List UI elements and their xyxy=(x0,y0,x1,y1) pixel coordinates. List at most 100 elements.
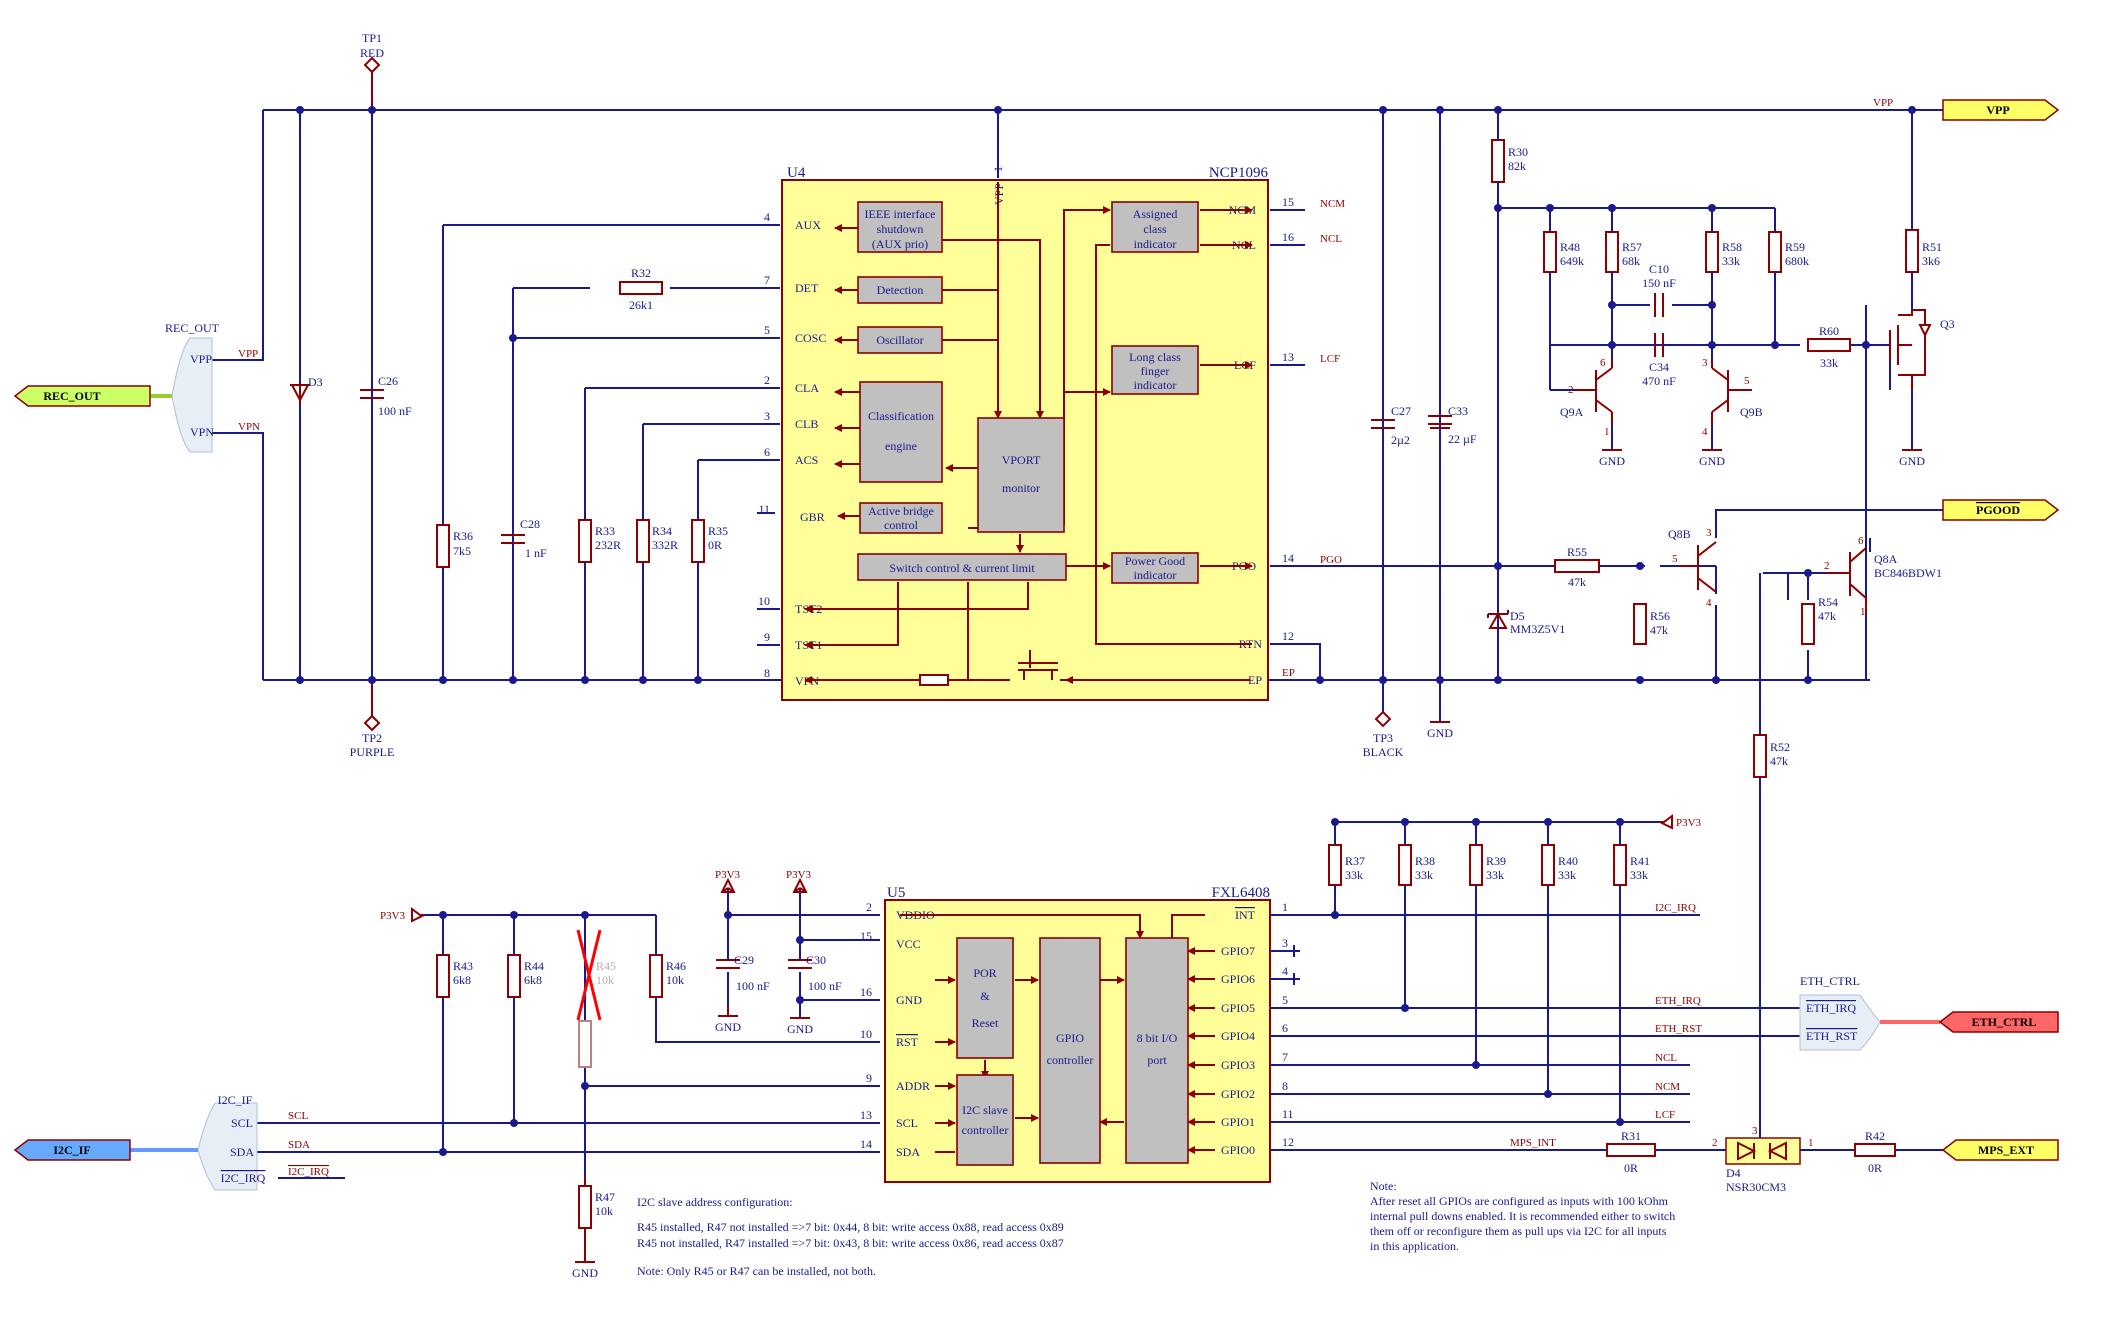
svg-text:C30: C30 xyxy=(806,953,826,967)
svg-text:11: 11 xyxy=(1282,1107,1294,1121)
svg-text:4: 4 xyxy=(1706,597,1712,609)
svg-text:R46: R46 xyxy=(666,959,686,973)
svg-text:10k: 10k xyxy=(596,973,614,987)
u4-pin-aux-num: 4 xyxy=(764,210,770,224)
svg-text:Classification: Classification xyxy=(868,409,934,423)
svg-text:Reset: Reset xyxy=(972,1016,999,1030)
svg-text:P3V3: P3V3 xyxy=(380,910,406,922)
svg-text:ETH_RST: ETH_RST xyxy=(1655,1023,1702,1035)
svg-text:Switch control & current limit: Switch control & current limit xyxy=(889,561,1035,575)
r43: R43 6k8 xyxy=(436,954,473,998)
svg-text:C26: C26 xyxy=(378,374,398,388)
svg-text:indicator: indicator xyxy=(1134,237,1177,251)
svg-text:13: 13 xyxy=(860,1108,872,1122)
svg-text:NCL: NCL xyxy=(1655,1052,1677,1064)
gnd-q9b: GND xyxy=(1699,449,1725,468)
u4-block-oscillator: Oscillator xyxy=(857,326,943,354)
svg-text:Q3: Q3 xyxy=(1940,317,1955,331)
svg-text:GND: GND xyxy=(787,1022,813,1036)
u4-pin-ep: EP xyxy=(1248,673,1262,687)
r60: R60 33k xyxy=(1807,324,1851,370)
svg-text:(AUX prio): (AUX prio) xyxy=(872,237,928,251)
svg-text:D5: D5 xyxy=(1510,609,1525,623)
svg-text:100 nF: 100 nF xyxy=(808,979,842,993)
svg-text:VPP: VPP xyxy=(190,352,212,366)
svg-text:R37: R37 xyxy=(1345,854,1365,868)
svg-text:controller: controller xyxy=(962,1123,1009,1137)
svg-text:470 nF: 470 nF xyxy=(1642,374,1676,388)
port-rec-out[interactable]: REC_OUT xyxy=(13,385,151,407)
svg-text:controller: controller xyxy=(1047,1053,1094,1067)
u4-pin-gbr-num: 11 xyxy=(758,502,770,516)
svg-text:indicator: indicator xyxy=(1134,568,1177,582)
svg-text:SDA: SDA xyxy=(230,1145,254,1159)
port-eth-ctrl[interactable]: ETH_CTRL xyxy=(1938,1011,2059,1033)
svg-text:GPIO7: GPIO7 xyxy=(1221,944,1255,958)
bottom-net-labels: SCL SDA I2C_IRQ xyxy=(288,1110,329,1178)
port-vpp[interactable]: VPP xyxy=(1942,99,2060,121)
u4-net-lcf: LCF xyxy=(1320,353,1340,365)
u4-pin-acs-num: 6 xyxy=(764,445,770,459)
r55: R55 47k xyxy=(1554,545,1600,589)
u4-net-ncm: NCM xyxy=(1320,198,1345,210)
port-pgood[interactable]: PGOOD xyxy=(1942,499,2060,521)
svg-text:Detection: Detection xyxy=(877,283,924,297)
svg-text:GPIO1: GPIO1 xyxy=(1221,1115,1255,1129)
svg-text:GND: GND xyxy=(572,1266,598,1280)
svg-text:P3V3: P3V3 xyxy=(786,869,812,881)
u5-net-labels: I2C_IRQ ETH_IRQ ETH_RST NCL NCM LCF MPS_… xyxy=(1510,902,1702,1149)
c10: C10 150 nF xyxy=(1642,262,1676,317)
svg-text:3: 3 xyxy=(1702,357,1708,369)
gnd-c30: GND xyxy=(787,1017,813,1036)
svg-text:5: 5 xyxy=(1744,375,1750,387)
svg-text:I2C_IRQ: I2C_IRQ xyxy=(1655,902,1696,914)
svg-text:SCL: SCL xyxy=(231,1116,253,1130)
gnd-c33: GND xyxy=(1427,721,1453,740)
svg-text:ETH_CTRL: ETH_CTRL xyxy=(1800,974,1860,988)
svg-text:332R: 332R xyxy=(652,538,678,552)
svg-text:R35: R35 xyxy=(708,524,728,538)
svg-text:P3V3: P3V3 xyxy=(1676,817,1702,829)
svg-text:After reset all GPIOs are conf: After reset all GPIOs are configured as … xyxy=(1370,1194,1669,1208)
r41: R41 33k xyxy=(1613,844,1650,886)
svg-text:VPN: VPN xyxy=(190,425,214,439)
svg-text:indicator: indicator xyxy=(1134,378,1177,392)
svg-text:6: 6 xyxy=(1858,535,1864,547)
svg-text:R34: R34 xyxy=(652,524,672,538)
svg-text:Q8A: Q8A xyxy=(1874,552,1898,566)
svg-text:D3: D3 xyxy=(308,375,323,389)
svg-text:9: 9 xyxy=(866,1071,872,1085)
svg-text:port: port xyxy=(1147,1053,1167,1067)
svg-text:NCM: NCM xyxy=(1655,1081,1680,1093)
svg-text:ADDR: ADDR xyxy=(896,1079,930,1093)
u4-pin-lcf-num: 13 xyxy=(1282,350,1294,364)
d5: D5 MM3Z5V1 xyxy=(1487,609,1565,636)
u4-pin-pgo-num: 14 xyxy=(1282,551,1294,565)
svg-text:10k: 10k xyxy=(666,973,684,987)
svg-text:47k: 47k xyxy=(1568,575,1586,589)
u4-pin-cosc-num: 5 xyxy=(764,323,770,337)
svg-text:I2C_IRQ: I2C_IRQ xyxy=(221,1171,266,1185)
svg-text:2: 2 xyxy=(1568,384,1574,396)
svg-text:33k: 33k xyxy=(1820,356,1838,370)
u4-pin-cosc: COSC xyxy=(795,331,826,345)
port-i2c-if[interactable]: I2C_IF xyxy=(13,1139,131,1161)
u4-block-vport: VPORT monitor xyxy=(977,417,1065,533)
r35: R35 0R xyxy=(691,519,728,563)
svg-text:ETH_RST: ETH_RST xyxy=(1806,1029,1858,1043)
port-mps-ext[interactable]: MPS_EXT xyxy=(1941,1139,2059,1161)
u4-net-ep: EP xyxy=(1282,667,1295,679)
svg-text:47k: 47k xyxy=(1650,623,1668,637)
svg-text:Assigned: Assigned xyxy=(1133,207,1178,221)
svg-text:D4: D4 xyxy=(1726,1166,1741,1180)
c34: C34 470 nF xyxy=(1642,333,1676,388)
u4-part: NCP1096 xyxy=(1209,165,1269,181)
note-gpio: Note: After reset all GPIOs are configur… xyxy=(1370,1179,1675,1253)
svg-text:INT: INT xyxy=(1235,908,1256,922)
u4-pin-clb-num: 3 xyxy=(764,409,770,423)
svg-text:MM3Z5V1: MM3Z5V1 xyxy=(1510,622,1565,636)
u4-block-active-bridge: Active bridge control xyxy=(859,502,943,534)
svg-text:33k: 33k xyxy=(1415,868,1433,882)
svg-text:VPN: VPN xyxy=(238,421,260,433)
svg-text:SCL: SCL xyxy=(288,1110,308,1122)
